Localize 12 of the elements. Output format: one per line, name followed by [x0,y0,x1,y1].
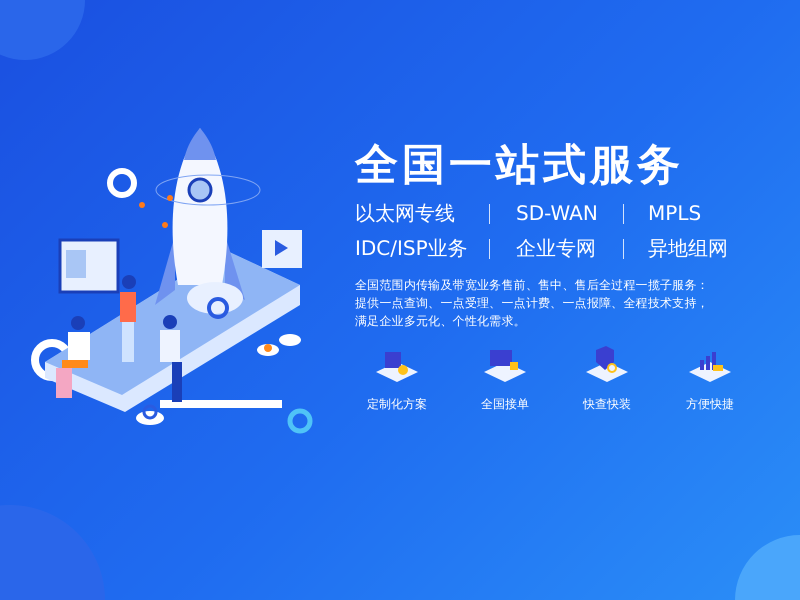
service-label: MPLS [648,200,702,226]
title: 全国一站式服务 [355,139,684,192]
service-label: SD-WAN [516,200,598,226]
service-label: 以太网专线 [355,200,455,226]
service-label: IDC/ISP业务 [355,235,468,261]
feature-caption: 方便快捷 [686,396,734,412]
feature-caption: 全国接单 [481,396,529,412]
description-text: 全国范围内传输及带宽业务售前、售中、售后全过程一揽子服务：提供一点查询、一点受理、一点计费、一点报障、全程技术支持，满足企业多元化、个性化需求。 [355,277,710,330]
feature-caption: 快查快装 [583,396,631,412]
service-label: 企业专网 [516,235,596,261]
feature-caption: 定制化方案 [367,396,427,412]
service-label: 异地组网 [648,235,728,261]
